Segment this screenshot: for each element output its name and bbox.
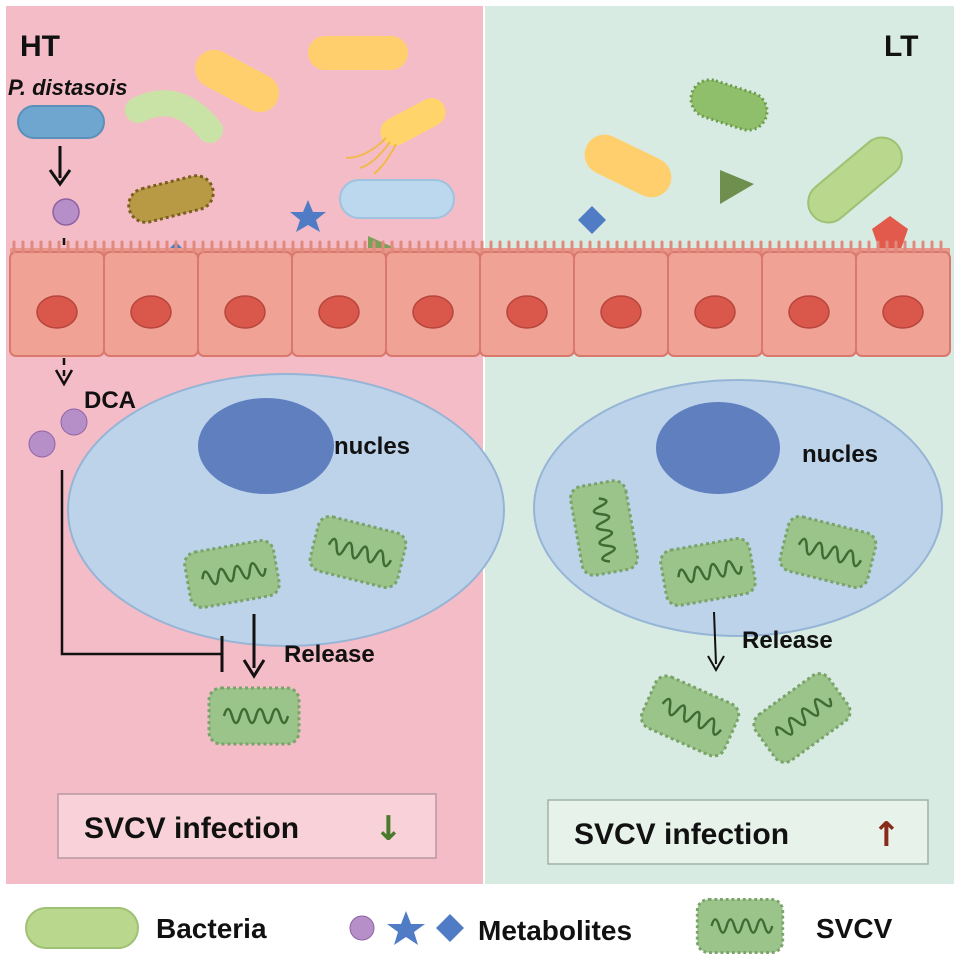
legend-svcv-label: SVCV	[816, 913, 893, 944]
release-label-right: Release	[742, 627, 833, 654]
lt-label: LT	[884, 30, 918, 63]
dca-particle	[28, 430, 56, 458]
released-virus-left	[207, 686, 301, 746]
release-label-left: Release	[284, 641, 375, 668]
outcome-box-left	[57, 793, 437, 859]
legend-svcv-icon	[695, 897, 785, 955]
epithelial-cell	[103, 251, 199, 357]
epithelial-cell	[855, 251, 951, 357]
metabolite-circle	[52, 198, 80, 226]
host-nucleus-left	[198, 398, 334, 494]
host-nucleus-right	[656, 402, 780, 494]
legend-bacteria-icon	[25, 907, 139, 949]
epithelial-cell	[573, 251, 669, 357]
inhibition-line	[60, 470, 222, 656]
outcome-text-left: SVCV infection	[84, 812, 299, 845]
epithelial-cell	[291, 251, 387, 357]
outcome-arrow-left: ↓	[374, 809, 403, 849]
nucleus-label-left: nucles	[334, 433, 410, 460]
dca-label: DCA	[84, 387, 136, 414]
legend-circle-icon	[349, 915, 375, 941]
epithelial-cell	[197, 251, 293, 357]
epithelial-cell	[667, 251, 763, 357]
legend-diamond-icon	[436, 914, 464, 942]
outcome-arrow-right: ↑	[872, 815, 901, 855]
legend: Bacteria Metabolites SVCV	[25, 897, 893, 955]
legend-metabolites-label: Metabolites	[478, 915, 632, 946]
star-metabolite	[290, 200, 326, 232]
microvilli	[12, 240, 943, 254]
outcome-box-right	[547, 799, 929, 865]
p-distasois-label: P. distasois	[8, 75, 127, 100]
nucleus-label-right: nucles	[802, 441, 878, 468]
bacteria-cluster-right	[578, 78, 908, 249]
epithelial-cell	[9, 251, 105, 357]
release-arrow-right	[713, 611, 717, 665]
dca-particle	[60, 408, 88, 436]
outcome-text-right: SVCV infection	[574, 818, 789, 851]
epithelium-layer	[9, 240, 951, 357]
pentagon-metabolite	[872, 216, 908, 249]
p-distasois-bacterium	[17, 105, 105, 139]
legend-star-icon	[387, 911, 425, 945]
ht-label: HT	[20, 30, 60, 63]
epithelial-cell	[479, 251, 575, 357]
legend-bacteria-label: Bacteria	[156, 913, 267, 944]
epithelial-cell	[385, 251, 481, 357]
diamond-metabolite-right	[578, 206, 606, 234]
epithelial-cell	[761, 251, 857, 357]
